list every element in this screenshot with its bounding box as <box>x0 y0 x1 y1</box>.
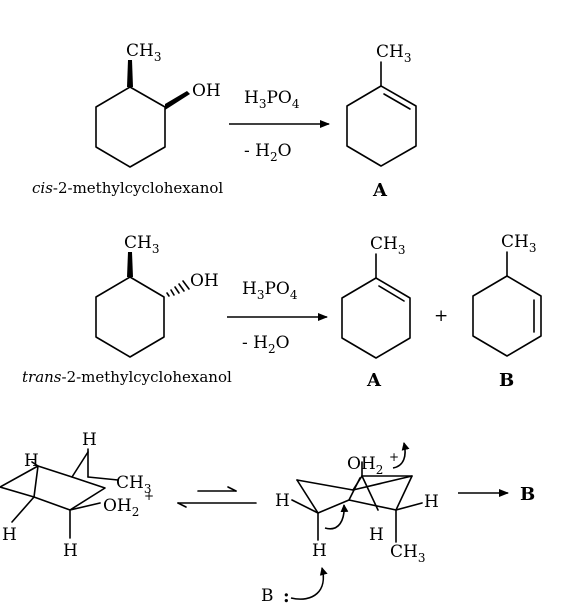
reaction-1-conditions: H3​PO4​ - H2​O <box>229 88 330 164</box>
base-label: B <box>261 586 274 606</box>
product-a-structure: CH3​ A <box>341 234 411 391</box>
trans-2-methylcyclohexanol-structure: CH3​ OH <box>95 233 219 358</box>
plus-sign: + <box>434 306 448 326</box>
oxonium-label: OH2​ <box>347 454 383 477</box>
condition-label: - H2​O <box>244 141 292 164</box>
methyl-label: CH3​ <box>376 42 411 65</box>
left-chair-conformer: H H H H CH3​ OH2​ + <box>0 430 154 561</box>
charge-label: + <box>389 450 399 464</box>
methyl-label: CH3​ <box>370 234 405 257</box>
deprotonation-curved-arrow <box>290 567 328 600</box>
hydroxyl-wedge-bond <box>165 91 190 110</box>
product-a-structure: CH3​ A <box>346 42 417 201</box>
hydrogen-label: H <box>312 541 327 561</box>
compound-name: trans-2-methylcyclohexanol <box>22 368 232 386</box>
compound-name: cis-2-methylcyclohexanol <box>32 179 223 197</box>
hydrogen-label: H <box>63 541 78 561</box>
right-chair-conformer: H H H H OH2​ + CH3​ <box>275 442 439 600</box>
methyl-label: CH3​ <box>390 542 425 565</box>
hydrogen-label: H <box>2 525 17 545</box>
condition-label: - H2​O <box>242 333 290 356</box>
product-b-label: B <box>520 484 535 505</box>
methyl-label: CH3​ <box>501 232 536 255</box>
charge-label: + <box>144 489 154 503</box>
base-lone-pair: : <box>283 586 290 607</box>
reaction-2: CH3​ OH H3​PO4​ - H2​O trans-2-methylcyc… <box>22 232 542 391</box>
reagent-label: H3​PO4​ <box>244 88 300 111</box>
methyl-wedge-bond <box>127 60 133 87</box>
hydroxyl-label: OH <box>190 271 219 291</box>
reagent-label: H3​PO4​ <box>242 279 298 302</box>
product-b-label: B <box>499 370 514 391</box>
hydrogen-label: H <box>82 430 97 450</box>
methyl-wedge-bond <box>127 252 133 277</box>
mechanism: H H H H CH3​ OH2​ + H <box>0 430 535 607</box>
product-b-structure: CH3​ B <box>472 232 542 391</box>
hydrogen-label: H <box>24 451 39 471</box>
reaction-2-conditions: H3​PO4​ - H2​O <box>227 279 328 356</box>
equilibrium-arrows <box>177 486 257 508</box>
oxonium-label: OH2​ <box>103 496 139 519</box>
hydrogen-label: H <box>424 492 439 512</box>
methyl-label: CH3​ <box>116 473 151 496</box>
methyl-label: CH3​ <box>126 41 161 64</box>
hydrogen-label: H <box>275 491 290 511</box>
cis-2-methylcyclohexanol-structure: CH3​ OH <box>95 41 221 168</box>
leaving-group-curved-arrow <box>392 442 410 469</box>
methyl-label: CH3​ <box>124 233 159 256</box>
reaction-1: CH3​ OH H3​PO4​ - H2​O cis-2-methylcyclo… <box>32 41 417 201</box>
bond-shift-curved-arrow <box>324 504 349 530</box>
product-a-label: A <box>366 370 382 391</box>
hydroxyl-label: OH <box>192 81 221 101</box>
product-a-label: A <box>372 180 388 201</box>
hydroxyl-hash-bond <box>166 280 190 297</box>
hydrogen-label: H <box>369 525 384 545</box>
